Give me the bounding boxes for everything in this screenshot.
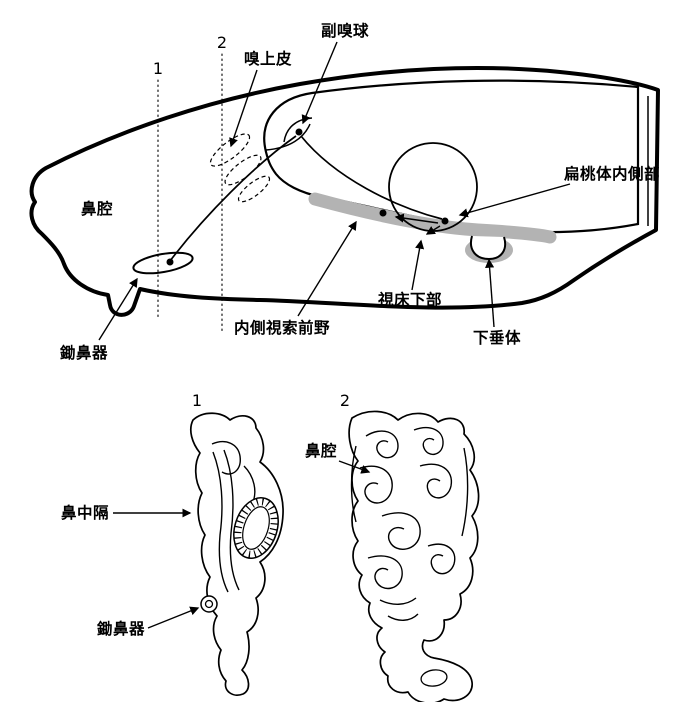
scroll-1	[365, 430, 399, 459]
hatched-oval-cilia	[234, 498, 278, 558]
scroll-8	[350, 445, 357, 523]
vno-to-aob-nerve	[169, 135, 297, 262]
section-1-marker: 1	[192, 391, 202, 410]
leader-vomeronasal-organ-sec1	[147, 606, 200, 629]
vno-node-dot	[166, 258, 174, 266]
turbinate-dashed-1	[209, 133, 251, 167]
scroll-3	[359, 465, 393, 504]
leader-vomeronasal-organ-top	[98, 277, 138, 341]
label-nasal-cavity-top: 鼻腔	[81, 199, 113, 218]
vomeronasal-pathway	[169, 128, 449, 262]
olfactory-bulb-boundary	[265, 123, 311, 151]
sagittal-head-diagram: 1 2 嗅上皮 副嗅球 鼻腔 扁桃体内側部 内側視索前野 視床下部 下垂体 鋤鼻…	[29, 21, 660, 362]
turbinate-scrolls	[350, 426, 469, 621]
scroll-11	[387, 613, 419, 621]
coronal-section-1: 1 鼻中隔 鋤鼻器	[61, 391, 284, 696]
nasal-septum-channel-right	[223, 449, 240, 591]
leader-pituitary	[485, 258, 495, 328]
label-medial-amygdala: 扁桃体内側部	[564, 164, 660, 183]
amygdala-to-preoptic-arrow	[394, 213, 439, 224]
vomeronasal-organ-shape	[132, 251, 194, 275]
hatched-turbinate-oval	[233, 497, 279, 559]
leader-medial-preoptic-area	[297, 220, 357, 317]
scroll-7	[427, 543, 456, 575]
coronal-section-2: 2 鼻腔	[305, 391, 480, 702]
pituitary-outline	[470, 235, 507, 261]
label-vomeronasal-organ-top: 鋤鼻器	[60, 343, 108, 362]
amygdala-node-dot	[441, 217, 449, 225]
scroll-4	[419, 463, 453, 499]
aob-to-amygdala-tract	[300, 135, 443, 220]
scroll-5	[381, 512, 421, 550]
scroll-10	[379, 597, 417, 605]
amygdala-to-hypothalamus-arrow	[425, 225, 441, 235]
section-marker-1: 1	[153, 59, 163, 78]
section-1-outline	[190, 412, 284, 696]
nasal-septum-channel-left	[212, 451, 229, 593]
leader-medial-amygdala	[458, 183, 571, 218]
section-1-airway-1	[211, 440, 241, 475]
turbinate-dashed-3	[237, 175, 271, 203]
scroll-9	[461, 447, 469, 537]
ventral-brain-shaded-band	[308, 192, 557, 244]
aob-node-dot	[295, 128, 303, 136]
label-accessory-olfactory-bulb: 副嗅球	[321, 21, 369, 40]
section-1-vno-inner	[204, 599, 214, 609]
leader-olfactory-epithelium	[229, 69, 258, 148]
section-marker-2: 2	[217, 33, 227, 52]
preoptic-node-dot	[379, 209, 387, 217]
leader-accessory-olfactory-bulb	[301, 41, 338, 125]
scroll-6	[367, 555, 403, 590]
section-2-outline	[348, 410, 480, 702]
hatched-oval-inner	[242, 506, 270, 550]
section-2-foot-hole	[420, 669, 448, 687]
label-nasal-cavity-sec2: 鼻腔	[305, 441, 337, 460]
label-olfactory-epithelium: 嗅上皮	[244, 49, 292, 68]
label-nasal-septum: 鼻中隔	[61, 503, 109, 522]
label-hypothalamus: 視床下部	[377, 290, 442, 309]
leader-hypothalamus	[411, 239, 425, 291]
label-vomeronasal-organ-sec1: 鋤鼻器	[97, 619, 145, 638]
leader-nasal-cavity-sec2	[338, 460, 371, 474]
label-medial-preoptic-area: 内側視索前野	[234, 318, 330, 337]
label-pituitary: 下垂体	[473, 328, 521, 347]
scroll-2	[413, 426, 444, 455]
section-2-marker: 2	[340, 391, 350, 410]
